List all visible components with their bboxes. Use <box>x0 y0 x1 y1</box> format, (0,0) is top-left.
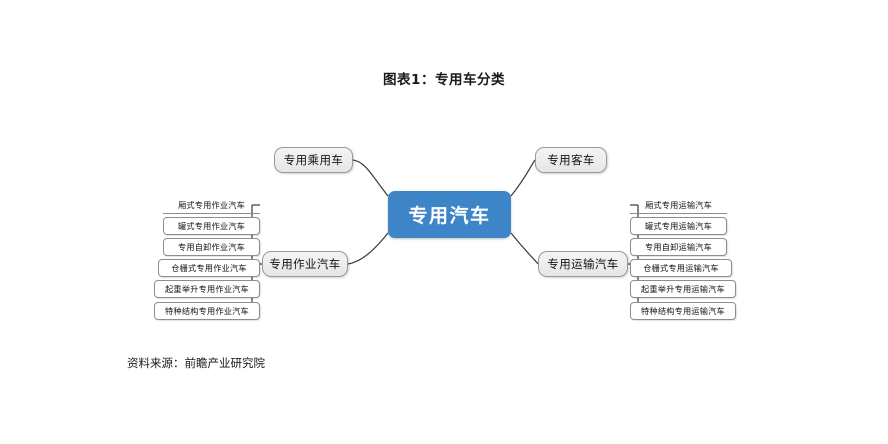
page-title: 图表1：专用车分类 <box>383 72 505 88</box>
branch-node-transport-vehicle[interactable]: 专用运输汽车 <box>538 251 628 277</box>
leaf-node-transport-1[interactable]: 厢式专用运输汽车 <box>630 196 727 214</box>
leaf-node-transport-2[interactable]: 罐式专用运输汽车 <box>630 217 727 235</box>
branch-node-bus-special[interactable]: 专用客车 <box>535 147 607 173</box>
branch-node-passenger-special[interactable]: 专用乘用车 <box>274 147 353 173</box>
branch-node-work-vehicle[interactable]: 专用作业汽车 <box>262 251 348 277</box>
leaf-node-work-5[interactable]: 起重举升专用作业汽车 <box>154 280 260 298</box>
wire-center-to-passenger <box>352 159 389 197</box>
leaf-node-transport-6[interactable]: 特种结构专用运输汽车 <box>630 302 736 320</box>
leaf-node-transport-5[interactable]: 起重举升专用运输汽车 <box>630 280 736 298</box>
leaf-node-work-1[interactable]: 厢式专用作业汽车 <box>163 196 260 214</box>
wire-center-to-transport <box>510 232 539 265</box>
source-note: 资料来源：前瞻产业研究院 <box>127 356 265 370</box>
leaf-node-work-3[interactable]: 专用自卸作业汽车 <box>163 238 260 256</box>
leaf-node-work-4[interactable]: 仓栅式专用作业汽车 <box>158 259 260 277</box>
leaf-node-work-6[interactable]: 特种结构专用作业汽车 <box>154 302 260 320</box>
leaf-node-transport-4[interactable]: 仓栅式专用运输汽车 <box>630 259 732 277</box>
leaf-node-transport-3[interactable]: 专用自卸运输汽车 <box>630 238 727 256</box>
center-node[interactable]: 专用汽车 <box>388 191 511 238</box>
wire-center-to-work <box>347 232 389 265</box>
leaf-node-work-2[interactable]: 罐式专用作业汽车 <box>163 217 260 235</box>
wire-center-to-bus <box>510 159 536 197</box>
